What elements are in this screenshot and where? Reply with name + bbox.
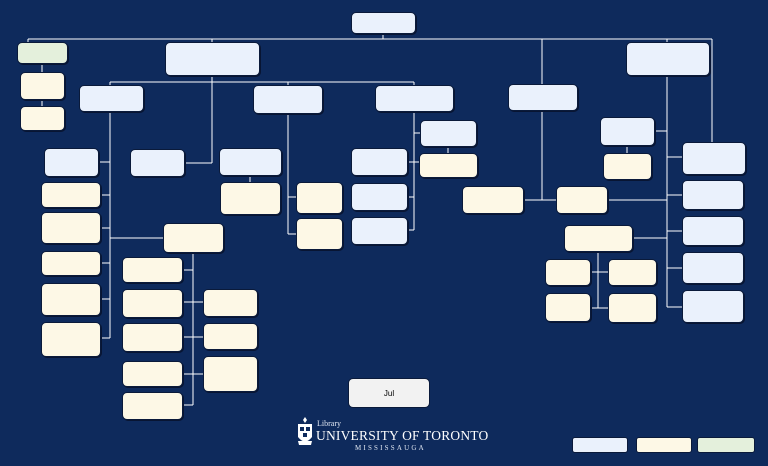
org-node bbox=[545, 293, 591, 322]
org-node bbox=[122, 361, 183, 387]
org-node bbox=[419, 153, 478, 178]
logo-campus-text: MISSISSAUGA bbox=[355, 444, 426, 452]
org-node bbox=[20, 72, 65, 100]
date-label: Jul bbox=[348, 378, 430, 408]
org-node bbox=[203, 289, 258, 317]
org-node bbox=[219, 148, 282, 176]
org-node bbox=[351, 217, 408, 245]
university-logo: Library UNIVERSITY OF TORONTO MISSISSAUG… bbox=[293, 413, 488, 455]
org-node bbox=[203, 356, 258, 392]
org-node bbox=[41, 251, 101, 276]
org-node bbox=[682, 252, 744, 284]
org-node bbox=[351, 183, 408, 211]
org-node bbox=[253, 85, 323, 114]
legend-swatch-green bbox=[697, 437, 755, 453]
org-node bbox=[130, 149, 185, 177]
org-node bbox=[626, 42, 710, 76]
org-node bbox=[17, 42, 68, 64]
date-label-text: Jul bbox=[383, 388, 395, 398]
org-node bbox=[600, 117, 655, 146]
org-node bbox=[220, 182, 281, 215]
org-node bbox=[122, 392, 183, 420]
org-node bbox=[556, 186, 608, 214]
org-node bbox=[351, 12, 416, 34]
org-node bbox=[41, 322, 101, 357]
org-node bbox=[682, 290, 744, 323]
org-node bbox=[508, 84, 578, 111]
org-node bbox=[41, 212, 101, 244]
org-node bbox=[79, 85, 144, 112]
org-node bbox=[203, 323, 258, 350]
org-node bbox=[44, 148, 99, 177]
logo-library-text: Library bbox=[317, 419, 341, 428]
org-node bbox=[165, 42, 260, 76]
org-node bbox=[163, 223, 224, 253]
org-node bbox=[375, 85, 454, 112]
crest-icon bbox=[298, 417, 312, 445]
org-node bbox=[682, 216, 744, 246]
org-node bbox=[351, 148, 408, 176]
legend-swatch-cream bbox=[636, 437, 692, 453]
org-node bbox=[682, 142, 746, 175]
org-node bbox=[296, 182, 343, 214]
org-node bbox=[603, 153, 652, 180]
org-node bbox=[41, 283, 101, 316]
logo-university-text: UNIVERSITY OF TORONTO bbox=[316, 428, 489, 443]
org-node bbox=[545, 259, 591, 286]
org-node bbox=[682, 180, 744, 210]
org-node bbox=[296, 218, 343, 250]
org-node bbox=[462, 186, 524, 214]
org-node bbox=[122, 257, 183, 283]
org-node bbox=[122, 323, 183, 352]
org-node bbox=[20, 106, 65, 131]
org-node bbox=[41, 182, 101, 208]
legend-swatch-blue bbox=[572, 437, 628, 453]
org-node bbox=[608, 259, 657, 286]
org-node bbox=[122, 289, 183, 318]
org-node bbox=[564, 225, 633, 252]
org-node bbox=[420, 120, 477, 147]
org-node bbox=[608, 293, 657, 323]
